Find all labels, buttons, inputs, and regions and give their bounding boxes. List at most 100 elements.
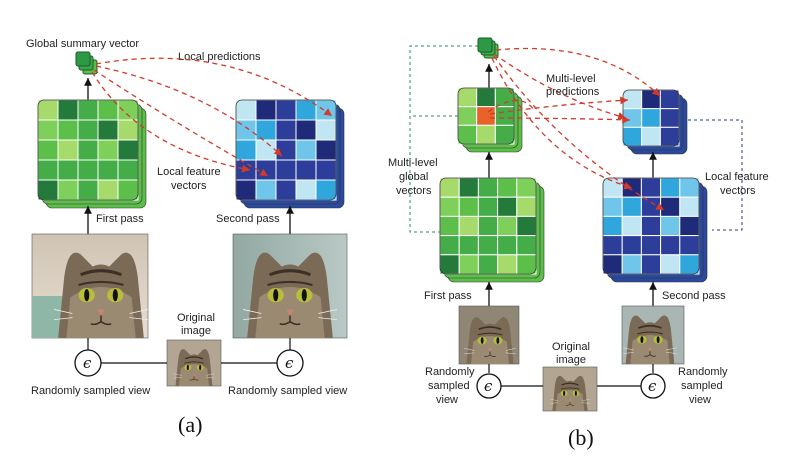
caption-b: (b) — [568, 425, 594, 450]
feature-cell — [77, 139, 99, 161]
second-pass-label: Second pass — [216, 213, 280, 225]
local-feature-vectors-label-line1: Local feature — [157, 166, 221, 178]
feature-cell — [37, 99, 59, 121]
feature-cell — [476, 106, 496, 126]
right-view-image — [232, 233, 348, 339]
original-image-label-line1: Original — [552, 341, 590, 353]
feature-cell — [497, 177, 518, 198]
feature-cell — [641, 126, 661, 147]
feature-cell — [497, 235, 518, 256]
original-image-label-line2: image — [556, 354, 586, 366]
feature-cell — [516, 235, 537, 256]
randomly-sampled-view-left-line2: sampled — [428, 380, 470, 392]
global-summary-vector-label: Global summary vector — [26, 38, 139, 50]
dashed-link — [688, 119, 743, 231]
feature-cell — [516, 177, 537, 198]
feature-cell — [621, 254, 642, 275]
feature-cell — [57, 159, 79, 181]
feature-cell — [516, 215, 537, 237]
feature-cell — [497, 196, 518, 217]
feature-cell — [476, 124, 496, 145]
feature-cell — [57, 119, 79, 141]
feature-cell — [640, 196, 662, 217]
prediction-arrow — [95, 57, 333, 117]
local-feature-vectors-label-line1: Local feature — [705, 171, 769, 183]
original-image-label-line1: Original — [177, 312, 215, 324]
epsilon-node-left: ϵ — [74, 349, 102, 377]
feature-cell — [457, 106, 478, 126]
feature-cell — [660, 177, 681, 198]
feature-cell — [275, 179, 297, 201]
right-view-image — [621, 305, 685, 365]
feature-cell — [275, 99, 297, 121]
panel-a: Global summary vector Local predictions … — [26, 38, 348, 437]
feature-cell — [497, 254, 518, 275]
feature-cell — [497, 215, 518, 237]
feature-cell — [439, 215, 460, 237]
feature-cell — [315, 139, 337, 161]
feature-cell — [275, 139, 297, 161]
feature-cell — [640, 177, 662, 198]
feature-cell — [660, 254, 681, 275]
feature-cell — [477, 235, 499, 256]
second-pass-feature-map — [235, 99, 345, 209]
feature-cell — [77, 159, 99, 181]
feature-cell — [477, 254, 499, 275]
feature-cell — [275, 159, 297, 181]
feature-cell — [37, 179, 59, 201]
feature-cell — [477, 177, 499, 198]
multi-level-predictions-label-line1: Multi-level — [546, 73, 596, 85]
feature-cell — [255, 99, 277, 121]
first-pass-feature-map — [37, 99, 147, 209]
randomly-sampled-view-left-label: Randomly sampled view — [31, 385, 150, 397]
feature-cell — [295, 159, 317, 181]
feature-cell — [602, 254, 623, 275]
feature-cell — [516, 196, 537, 217]
local-prediction-arrows — [91, 57, 333, 177]
feature-cell — [458, 254, 479, 275]
first-pass-feature-map — [439, 177, 545, 283]
local-feature-vectors-label-line2: vectors — [171, 180, 207, 192]
feature-cell — [679, 235, 700, 256]
randomly-sampled-view-right-line3: view — [689, 394, 711, 406]
feature-cell — [37, 139, 59, 161]
feature-cell — [621, 196, 642, 217]
feature-cell — [117, 159, 139, 181]
prediction-arrow — [93, 69, 269, 177]
first-pass-mid-feature-map — [457, 87, 523, 153]
feature-cell — [477, 215, 499, 237]
first-pass-label: First pass — [424, 290, 472, 302]
prediction-arrow — [493, 55, 665, 211]
feature-cell — [97, 119, 119, 141]
feature-cell — [622, 89, 643, 110]
feature-cell — [97, 179, 119, 201]
feature-cell — [57, 99, 79, 121]
multi-level-prediction-arrows — [487, 47, 665, 211]
feature-cell — [641, 89, 661, 110]
original-image-thumbnail — [166, 339, 222, 387]
feature-cell — [622, 126, 643, 147]
feature-cell — [660, 215, 681, 237]
feature-cell — [659, 108, 680, 128]
multi-level-global-vectors-label-line3: vectors — [396, 185, 432, 197]
feature-cell — [458, 215, 479, 237]
prediction-arrow — [493, 53, 627, 120]
feature-cell — [602, 215, 623, 237]
feature-cell — [97, 159, 119, 181]
epsilon-node-right: ϵ — [640, 373, 666, 399]
feature-cell — [37, 159, 59, 181]
multi-level-global-vectors-label-line1: Multi-level — [388, 157, 438, 169]
feature-cell — [458, 177, 479, 198]
left-view-image — [458, 305, 520, 365]
feature-cell — [602, 235, 623, 256]
first-pass-label: First pass — [96, 213, 144, 225]
second-pass-feature-map — [602, 177, 708, 283]
left-view-image — [31, 233, 150, 339]
feature-cell — [477, 196, 499, 217]
feature-cell — [457, 124, 478, 145]
feature-cell — [640, 235, 662, 256]
second-pass-label: Second pass — [662, 290, 726, 302]
feature-cell — [494, 124, 515, 145]
